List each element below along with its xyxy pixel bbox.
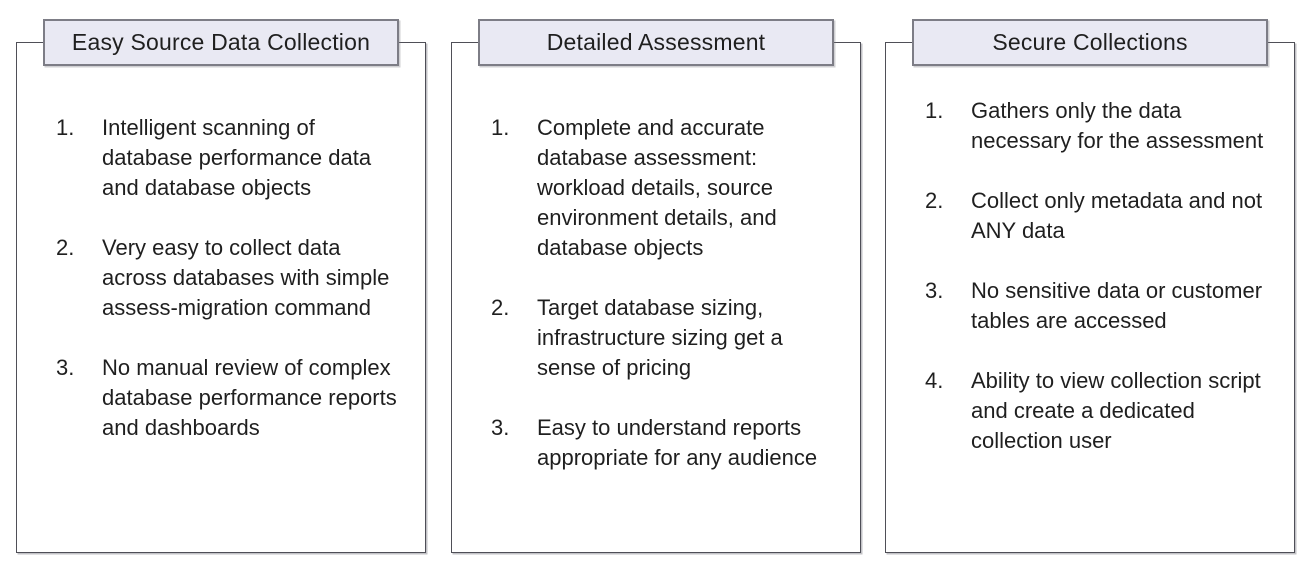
list-item-number: 4. <box>925 368 944 393</box>
list-item-number: 1. <box>925 98 944 123</box>
list-item-number: 2. <box>491 295 510 320</box>
list-item-text: Collect only metadata and not ANY data <box>971 188 1263 243</box>
list-item-number: 3. <box>925 278 944 303</box>
list-item: 2. Collect only metadata and not ANY data <box>925 186 1284 246</box>
list-item: 3. No sensitive data or customer tables a… <box>925 276 1284 336</box>
list-item-text: Easy to understand reports appropriate f… <box>537 415 818 470</box>
panel-title-box: Secure Collections <box>912 19 1268 66</box>
list-item-number: 1. <box>56 115 75 140</box>
list-item-number: 3. <box>56 355 75 380</box>
list-item-number: 1. <box>491 115 510 140</box>
panel-body: 1. Gathers only the data necessary for th… <box>886 66 1294 552</box>
panel-title: Detailed Assessment <box>546 29 766 55</box>
panel-detailed-assessment: Detailed Assessment 1. Complete and accur… <box>451 19 861 553</box>
list-item-text: Very easy to collect data across databas… <box>102 235 390 320</box>
list-item-text: No manual review of complex database per… <box>102 355 397 440</box>
list-item: 3. No manual review of complex database p… <box>56 353 415 443</box>
list-item-number: 2. <box>56 235 75 260</box>
list-item-text: Target database sizing, infrastructure s… <box>537 295 783 380</box>
list-item-text: Intelligent scanning of database perform… <box>102 115 372 200</box>
list-item: 2. Very easy to collect data across datab… <box>56 233 415 323</box>
list-item-number: 3. <box>491 415 510 440</box>
numbered-list: 1. Intelligent scanning of database perfo… <box>17 66 425 443</box>
list-item: 4. Ability to view collection script and … <box>925 366 1284 456</box>
list-item: 1. Intelligent scanning of database perfo… <box>56 113 415 203</box>
panel-body: 1. Complete and accurate database assessm… <box>452 66 860 552</box>
list-item: 1. Gathers only the data necessary for th… <box>925 96 1284 156</box>
list-item-number: 2. <box>925 188 944 213</box>
list-item-text: Ability to view collection script and cr… <box>971 368 1261 453</box>
list-item-text: Gathers only the data necessary for the … <box>971 98 1264 153</box>
panel-title-box: Easy Source Data Collection <box>43 19 399 66</box>
panel-secure-collections: Secure Collections 1. Gathers only the da… <box>885 19 1295 553</box>
list-item: 3. Easy to understand reports appropriate… <box>491 413 850 473</box>
panel-title: Secure Collections <box>992 29 1188 55</box>
list-item-text: Complete and accurate database assessmen… <box>537 115 777 260</box>
list-item: 2. Target database sizing, infrastructure… <box>491 293 850 383</box>
panel-title-box: Detailed Assessment <box>478 19 834 66</box>
list-item: 1. Complete and accurate database assessm… <box>491 113 850 263</box>
numbered-list: 1. Gathers only the data necessary for th… <box>886 66 1294 456</box>
panel-title: Easy Source Data Collection <box>71 29 371 55</box>
list-item-text: No sensitive data or customer tables are… <box>971 278 1263 333</box>
numbered-list: 1. Complete and accurate database assessm… <box>452 66 860 473</box>
panel-body: 1. Intelligent scanning of database perfo… <box>17 66 425 552</box>
panel-easy-source-data-collection: Easy Source Data Collection 1. Intelligen… <box>16 19 426 553</box>
